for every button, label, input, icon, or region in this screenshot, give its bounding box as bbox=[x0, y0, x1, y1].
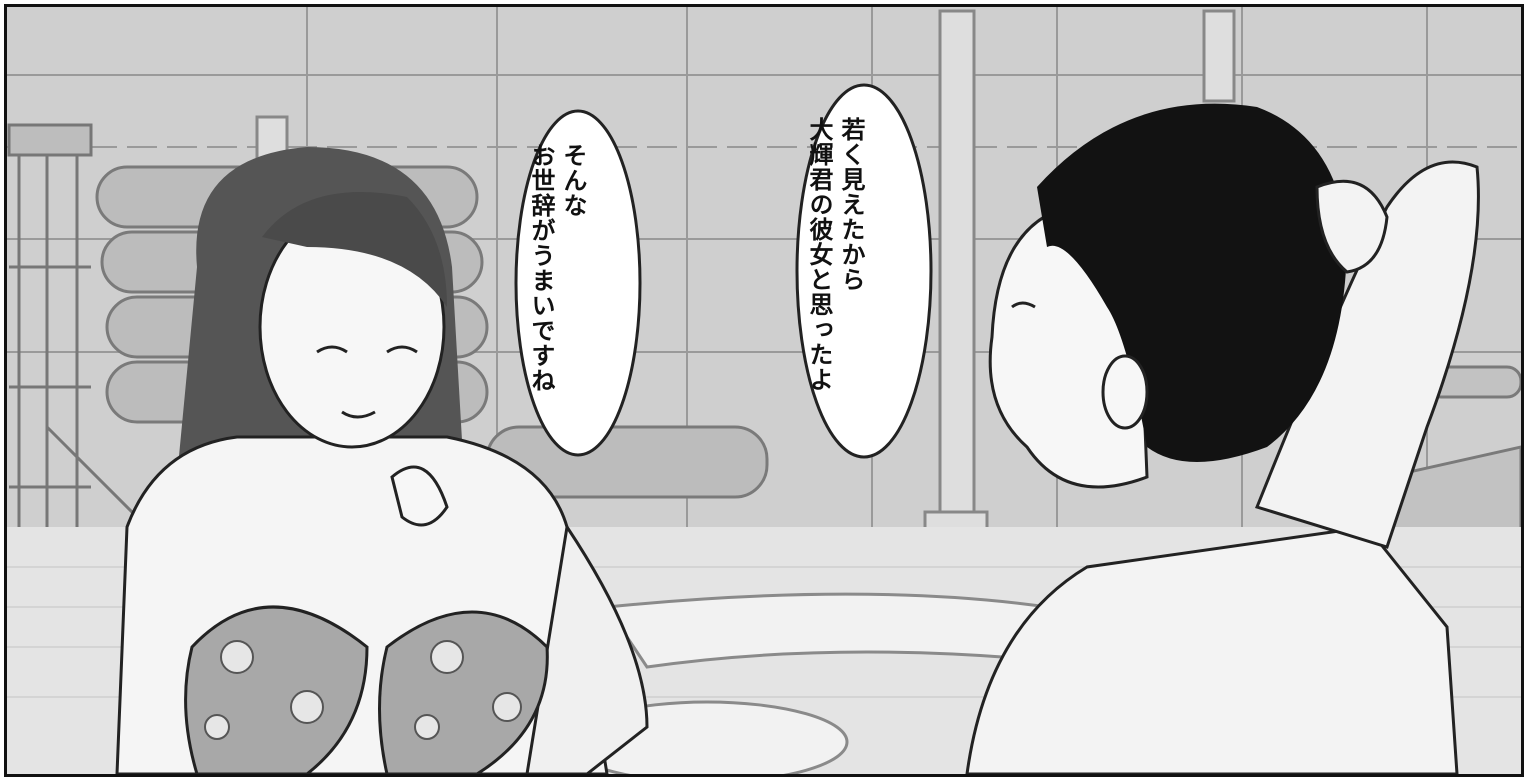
speech-bubble-woman bbox=[514, 109, 642, 457]
woman-dialogue: そんな お世辞がうまいですね bbox=[527, 143, 587, 393]
woman-character bbox=[115, 147, 649, 774]
man-character bbox=[965, 103, 1480, 774]
speech-bubble-man bbox=[795, 83, 933, 459]
poolside-scene bbox=[7, 7, 1521, 774]
pillars bbox=[255, 9, 1236, 542]
comic-panel: そんな お世辞がうまいですね 若く見えたから 大輝君の彼女と思ったよ bbox=[4, 4, 1524, 777]
man-dialogue: 若く見えたから 大輝君の彼女と思ったよ bbox=[805, 117, 865, 392]
slide-tower bbox=[7, 123, 149, 587]
